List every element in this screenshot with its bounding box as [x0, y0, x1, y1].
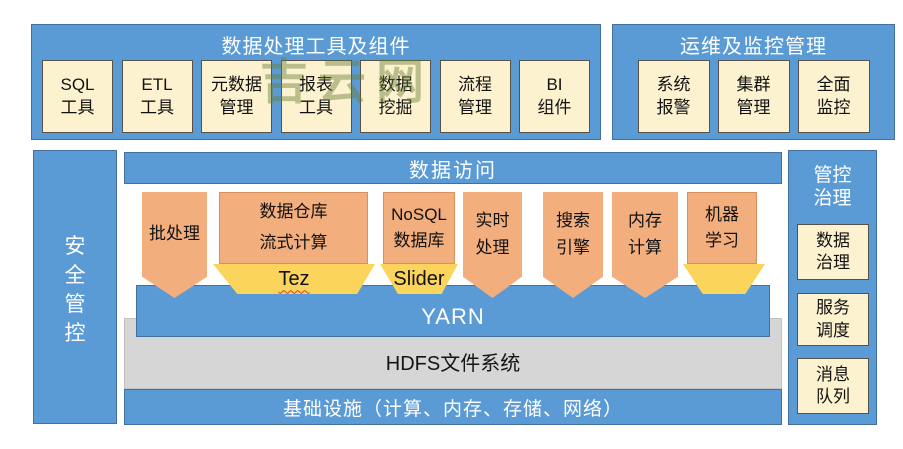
bar-data-access: 数据访问	[124, 152, 782, 184]
bar-infrastructure: 基础设施（计算、内存、存储、网络）	[124, 389, 782, 425]
engine-nosql-database: NoSQL 数据库	[383, 192, 455, 264]
block-data-governance: 数据 治理	[797, 224, 869, 280]
panel-data-processing-title: 数据处理工具及组件	[221, 36, 411, 58]
block-process-mgmt: 流程 管理	[439, 60, 511, 133]
panel-data-processing-boxes: SQL 工具 ETL 工具 元数据 管理 报表 工具 数据 挖掘 流程 管理 B…	[32, 60, 600, 133]
bar-security-control: 安 全 管 控	[33, 150, 117, 424]
block-system-alarm: 系统 报警	[637, 60, 710, 133]
engine-batch-processing: 批处理	[142, 192, 207, 298]
block-bi-components: BI 组件	[519, 60, 590, 133]
block-service-scheduling: 服务 调度	[797, 293, 869, 346]
tez-label: Tez	[278, 267, 310, 290]
block-message-queue: 消息 队列	[797, 358, 869, 414]
engine-datawarehouse-streaming: 数据仓库 流式计算	[219, 192, 368, 264]
panel-data-processing-tools: 数据处理工具及组件 SQL 工具 ETL 工具 元数据 管理 报表 工具 数据 …	[31, 24, 601, 140]
panel-ops-monitoring: 运维及监控管理 系统 报警 集群 管理 全面 监控	[612, 24, 895, 140]
bar-security-control-label: 安 全 管 控	[64, 235, 86, 345]
bar-yarn: YARN	[136, 285, 770, 337]
block-metadata-mgmt: 元数据 管理	[201, 60, 272, 133]
block-cluster-mgmt: 集群 管理	[717, 60, 790, 133]
block-data-mining: 数据 挖掘	[360, 60, 431, 133]
column-governance-title: 管控 治理	[813, 165, 852, 209]
block-report-tools: 报表 工具	[280, 60, 352, 133]
engine-inmemory-computing: 内存 计算	[612, 192, 678, 298]
block-tez: Tez	[213, 264, 375, 294]
engine-machine-learning: 机器 学习	[687, 192, 757, 264]
engine-realtime-processing: 实时 处理	[463, 192, 522, 298]
block-sql-tools: SQL 工具	[42, 60, 113, 133]
slider-label: Slider	[393, 267, 445, 290]
panel-ops-monitoring-title: 运维及监控管理	[680, 36, 827, 58]
column-governance: 管控 治理 数据 治理 服务 调度 消息 队列	[788, 150, 877, 425]
engine-search: 搜索 引擎	[543, 192, 603, 298]
block-full-monitoring: 全面 监控	[797, 60, 870, 133]
panel-ops-monitoring-boxes: 系统 报警 集群 管理 全面 监控	[613, 60, 894, 133]
block-etl-tools: ETL 工具	[121, 60, 193, 133]
